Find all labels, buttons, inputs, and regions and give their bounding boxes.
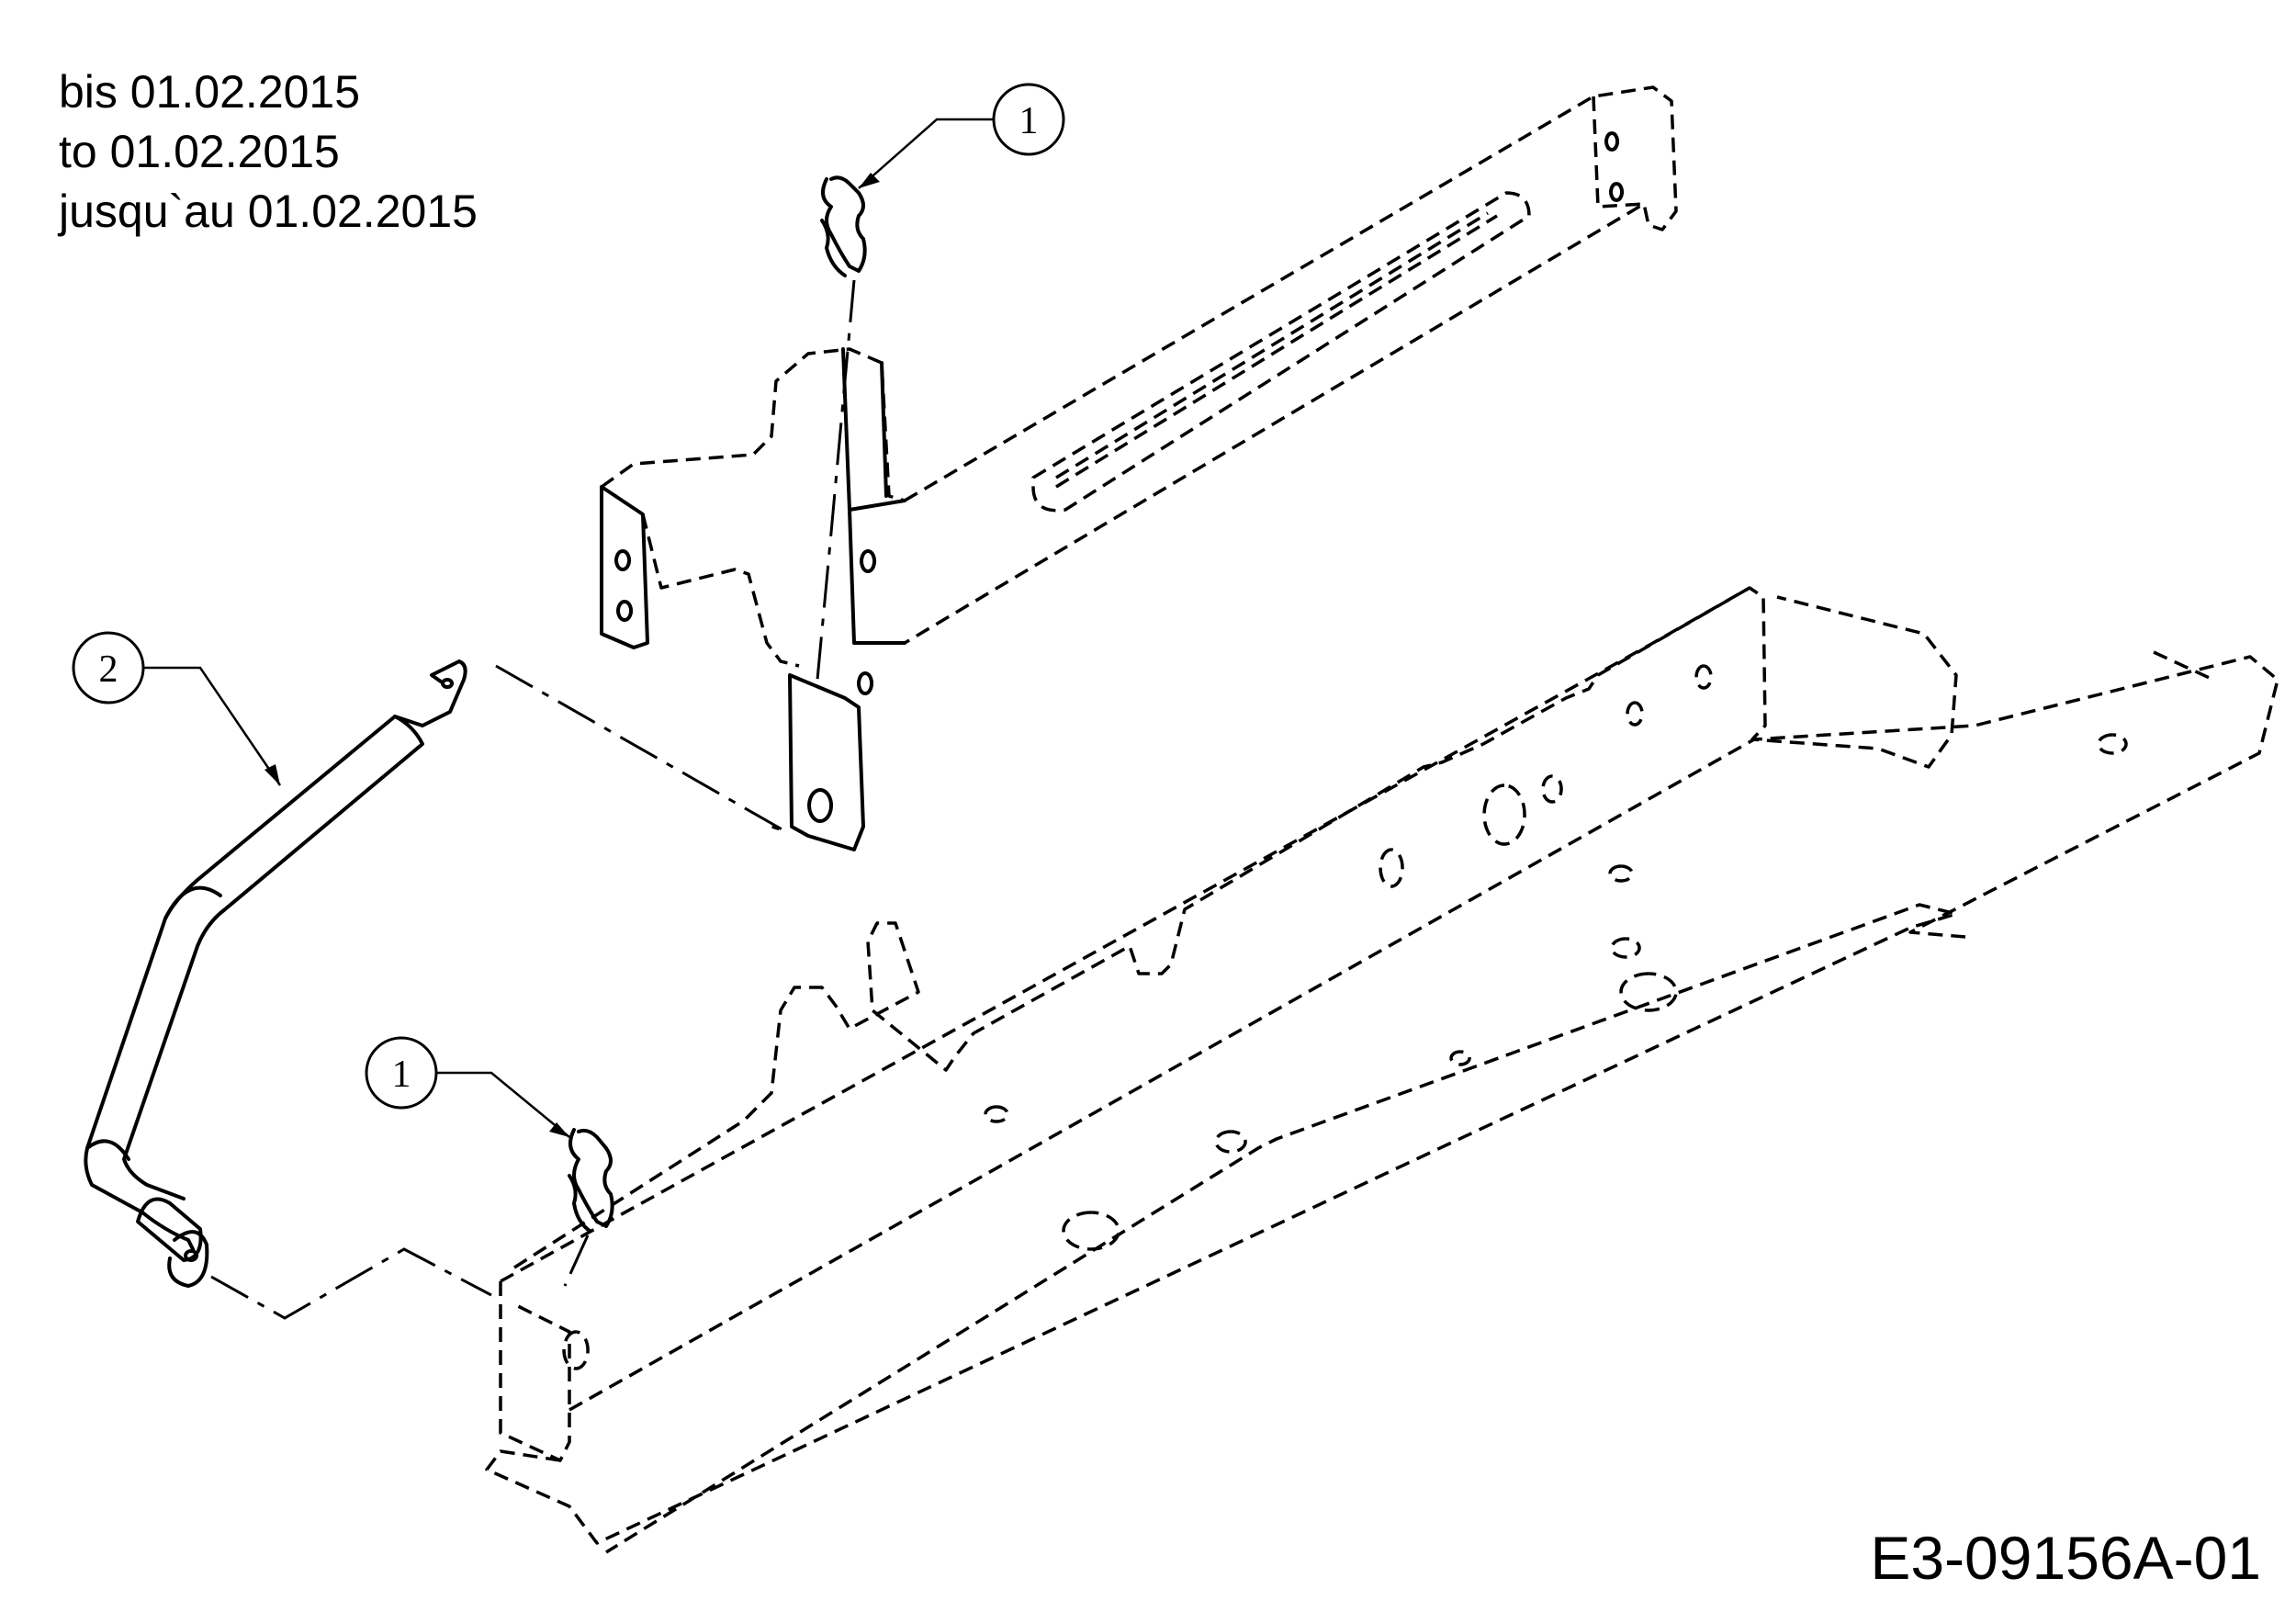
upper-bracket-slot (1031, 191, 1531, 513)
callout-1-lower: 1 (365, 1036, 570, 1138)
base-hole (1449, 1050, 1471, 1066)
rod-end (167, 1230, 209, 1288)
upper-bracket (600, 85, 1678, 851)
callout-number: 1 (392, 1054, 411, 1096)
upper-bracket-tab (788, 673, 865, 851)
base-hole (1608, 864, 1634, 883)
frame-hole (1379, 848, 1404, 888)
leader-line (143, 666, 282, 786)
tab-hole (807, 788, 834, 823)
hairpin-clip-upper (820, 175, 867, 277)
bent-rod (84, 659, 467, 1288)
frame-base-flange (485, 903, 1958, 1554)
rod-outline-top (84, 659, 467, 1251)
upper-bracket-arm (904, 85, 1678, 645)
leader-line (436, 1071, 570, 1138)
hairpin-clip-lower (568, 1128, 614, 1233)
base-large-hole (1062, 1211, 1120, 1251)
rod-collar (136, 1197, 203, 1262)
base-hole (1214, 1130, 1247, 1154)
validity-line-fr: jusqu`au 01.02.2015 (59, 186, 478, 237)
drawing-id: E3-09156A-01 (1870, 1524, 2261, 1592)
arm-end-holes (1604, 131, 1625, 202)
validity-line-en: to 01.02.2015 (59, 126, 340, 177)
validity-note: bis 01.02.2015 to 01.02.2015 jusqu`au 01… (59, 62, 478, 242)
callout-number: 2 (99, 648, 118, 691)
lower-frame (485, 586, 2279, 1554)
plate-holes (857, 549, 877, 695)
leader-arrowhead (859, 173, 880, 188)
leader-line (858, 118, 994, 189)
rod-outline-bottom (122, 715, 424, 1200)
callout-number: 1 (1019, 100, 1039, 142)
frame-upper-edge (500, 586, 1958, 1283)
leader-arrowhead (549, 1122, 569, 1137)
assembly-centerlines (210, 279, 856, 1320)
leader-arrowhead (264, 764, 280, 785)
validity-line-de: bis 01.02.2015 (59, 66, 361, 118)
frame-end-hole (562, 1330, 590, 1370)
base-large-hole (1619, 972, 1678, 1012)
base-hole (2097, 733, 2128, 755)
callout-1-upper: 1 (858, 83, 1065, 189)
frame-large-hole (1482, 783, 1526, 846)
frame-lower-edge (568, 655, 2279, 1412)
upper-bracket-ear (600, 485, 649, 649)
ear-holes (614, 549, 634, 622)
base-hole (1610, 937, 1641, 959)
callout-2: 2 (72, 631, 282, 786)
frame-top-contour (513, 586, 1750, 1269)
frame-hole (1541, 774, 1563, 804)
frame-hole (1626, 701, 1644, 727)
frame-hole (1694, 664, 1713, 690)
frame-front-end (499, 1281, 571, 1462)
